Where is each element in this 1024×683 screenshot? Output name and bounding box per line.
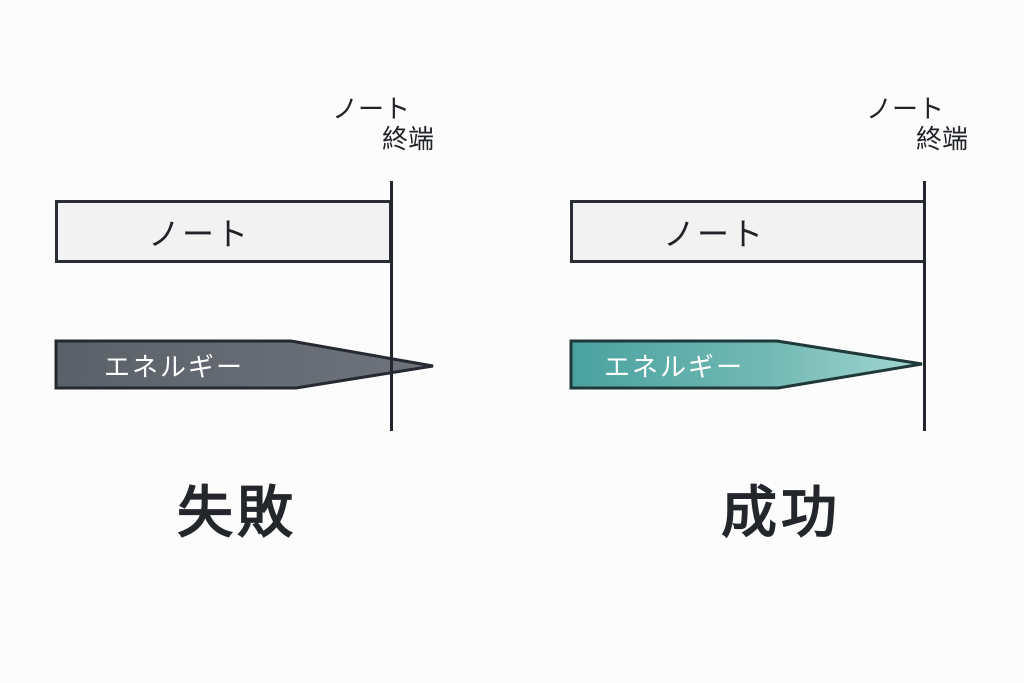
note-bar-label: ノート	[663, 214, 766, 253]
note-terminal-label-line1: ノート	[866, 95, 945, 125]
result-label-success: 成功	[721, 481, 841, 546]
note-bar: ノート	[55, 200, 392, 263]
result-label-failure: 失敗	[177, 481, 297, 546]
energy-arrow-overshoot	[54, 339, 434, 390]
note-terminal-label-line1: ノート	[332, 95, 411, 125]
note-terminal-label: ノート 終端	[330, 95, 434, 156]
note-terminal-label-line2: 終端	[381, 124, 434, 155]
note-bar-label: ノート	[148, 214, 251, 253]
note-terminal-line	[923, 181, 926, 431]
failure-panel: ノート 終端 ノート エネルギー 失敗	[54, 95, 434, 546]
note-terminal-label-line2: 終端	[915, 124, 968, 155]
energy-arrow-label: エネルギー	[104, 353, 245, 383]
energy-arrow-label: エネルギー	[604, 353, 745, 383]
note-terminal-label: ノート 終端	[864, 95, 968, 156]
note-terminal-line	[390, 181, 393, 431]
note-bar: ノート	[570, 200, 926, 263]
